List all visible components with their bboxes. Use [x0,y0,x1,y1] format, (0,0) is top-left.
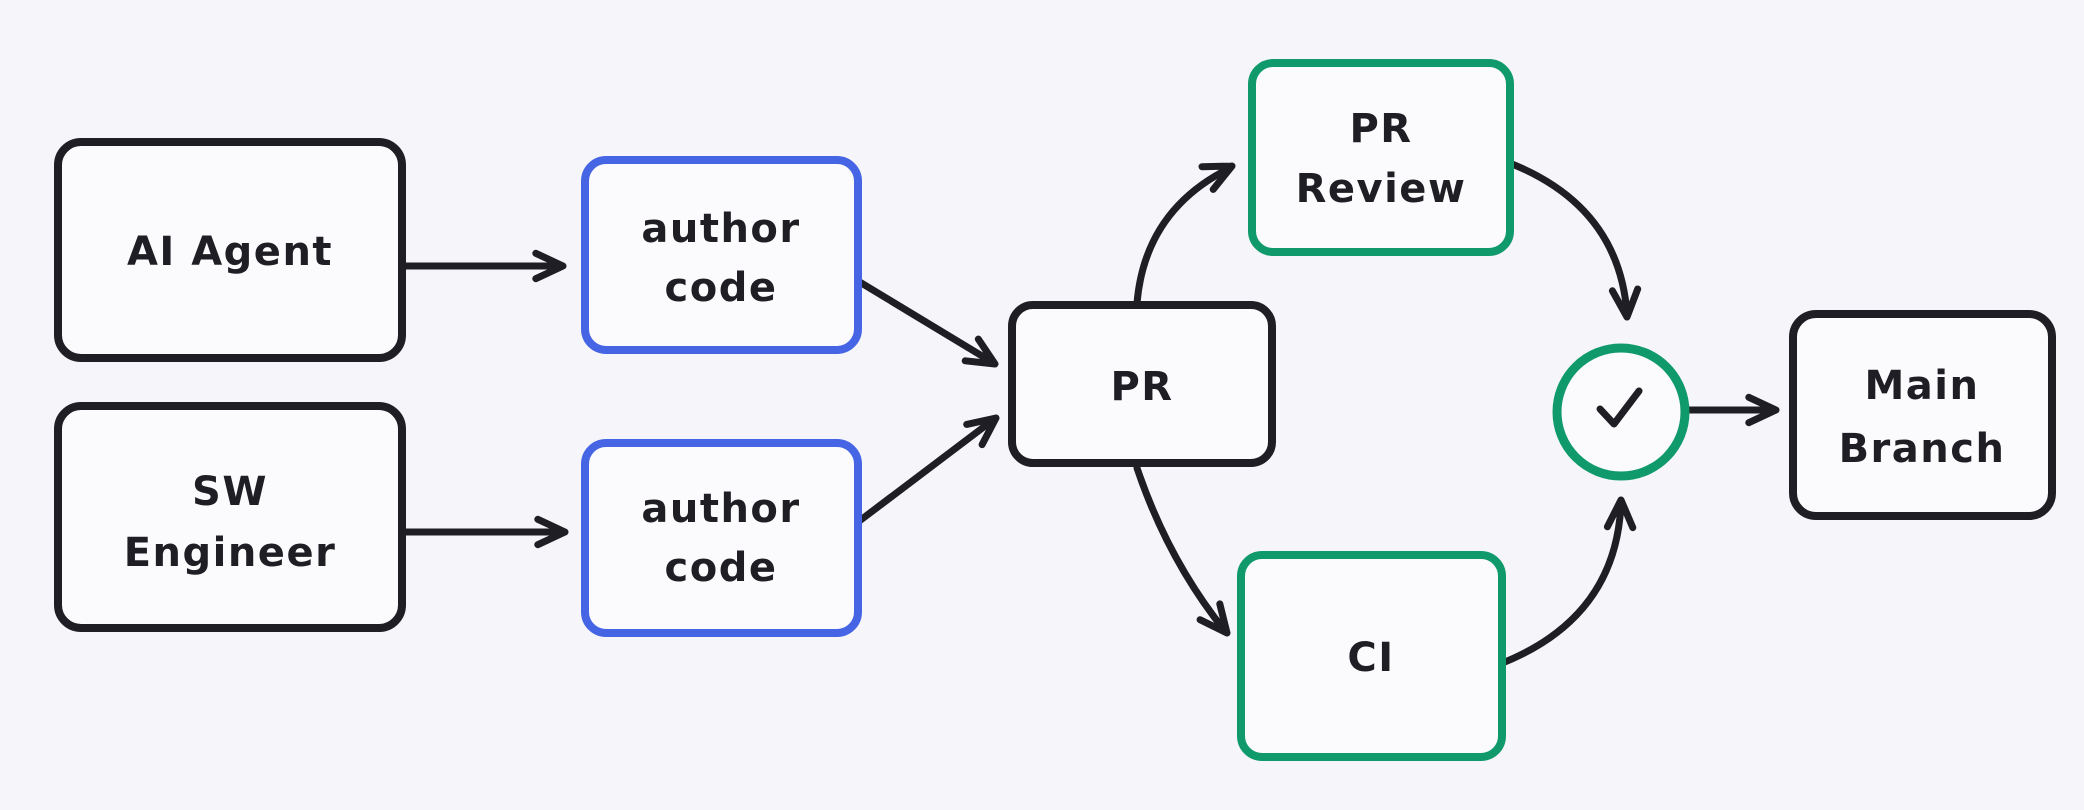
main-branch-box [1789,310,2056,520]
ai-agent-label: AI Agent [127,229,333,275]
ci-box [1237,551,1506,761]
author-code-bottom-label-line1: author [641,486,800,532]
author-code-top-label-line2: code [665,265,778,311]
node-ai-agent: AI Agent [54,138,406,362]
pr-review-label-line2: Review [1296,166,1467,212]
author-code-top-box [581,156,862,354]
node-main-branch: Main Branch [1789,310,2056,520]
node-sw-engineer: SW Engineer [54,402,406,632]
edge-pr-to-ci [1133,464,1231,637]
sw-engineer-label-line1: SW [192,469,268,515]
pr-box [1008,301,1276,467]
author-code-top-label-line1: author [641,206,800,252]
sw-engineer-label-line2: Engineer [124,530,337,576]
edge-pr-review-to-check [1503,158,1642,321]
edge-ci-to-check [1496,496,1637,668]
author-code-bottom-box [581,439,862,637]
node-author-code-bottom: author code [581,439,862,637]
node-pr: PR [1008,301,1276,467]
checkmark-icon [1596,387,1643,428]
node-pr-review: PR Review [1248,59,1514,256]
edge-author-code-top-to-pr [854,277,999,368]
node-approval-check [1552,343,1690,481]
edge-check-to-main-branch [1685,393,1780,427]
edge-sw-engineer-to-author-code [398,515,569,549]
main-branch-label-line1: Main [1865,363,1980,409]
ai-agent-box [54,138,406,362]
pr-label: PR [1110,364,1173,410]
edge-ai-agent-to-author-code [398,249,567,283]
pr-review-label-line1: PR [1349,106,1412,152]
author-code-bottom-label-line2: code [665,545,778,591]
sw-engineer-box [54,402,406,632]
edge-layer [398,158,1780,668]
node-ci: CI [1237,551,1506,761]
node-author-code-top: author code [581,156,862,354]
pr-review-box [1248,59,1514,256]
edge-author-code-bottom-to-pr [854,414,1000,526]
main-branch-label-line2: Branch [1839,426,2006,472]
edge-pr-to-pr-review [1133,162,1236,307]
ci-label: CI [1347,635,1394,681]
